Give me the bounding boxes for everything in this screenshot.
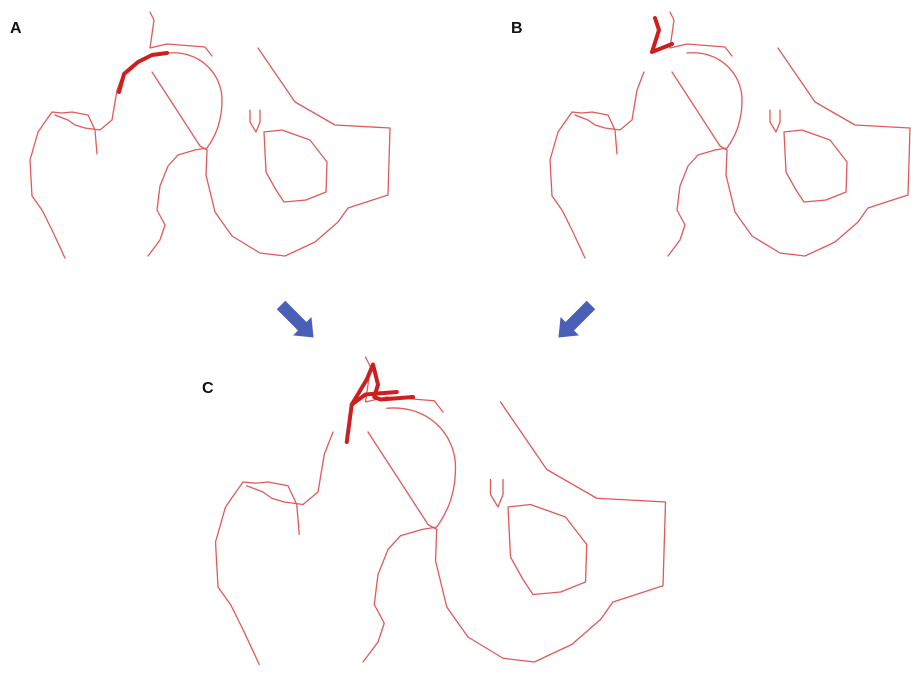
- arrow-a-to-c: [276, 300, 314, 338]
- panel-b: [549, 11, 911, 259]
- panel-a-highlight-segment: [117, 51, 169, 94]
- panel-b-hip-outline: [549, 11, 911, 259]
- arrow-b-to-c: [558, 300, 596, 338]
- panel-c: [214, 356, 667, 666]
- panel-b-highlight-segment: [650, 16, 674, 54]
- panel-c-hip-outline: [214, 356, 667, 666]
- panel-label-b: B: [511, 20, 523, 37]
- panel-label-c: C: [202, 380, 214, 397]
- panel-c-combined-highlight-b: [349, 390, 399, 407]
- panel-a: [29, 11, 391, 259]
- panel-label-a: A: [10, 20, 22, 37]
- panel-a-hip-outline: [29, 11, 391, 259]
